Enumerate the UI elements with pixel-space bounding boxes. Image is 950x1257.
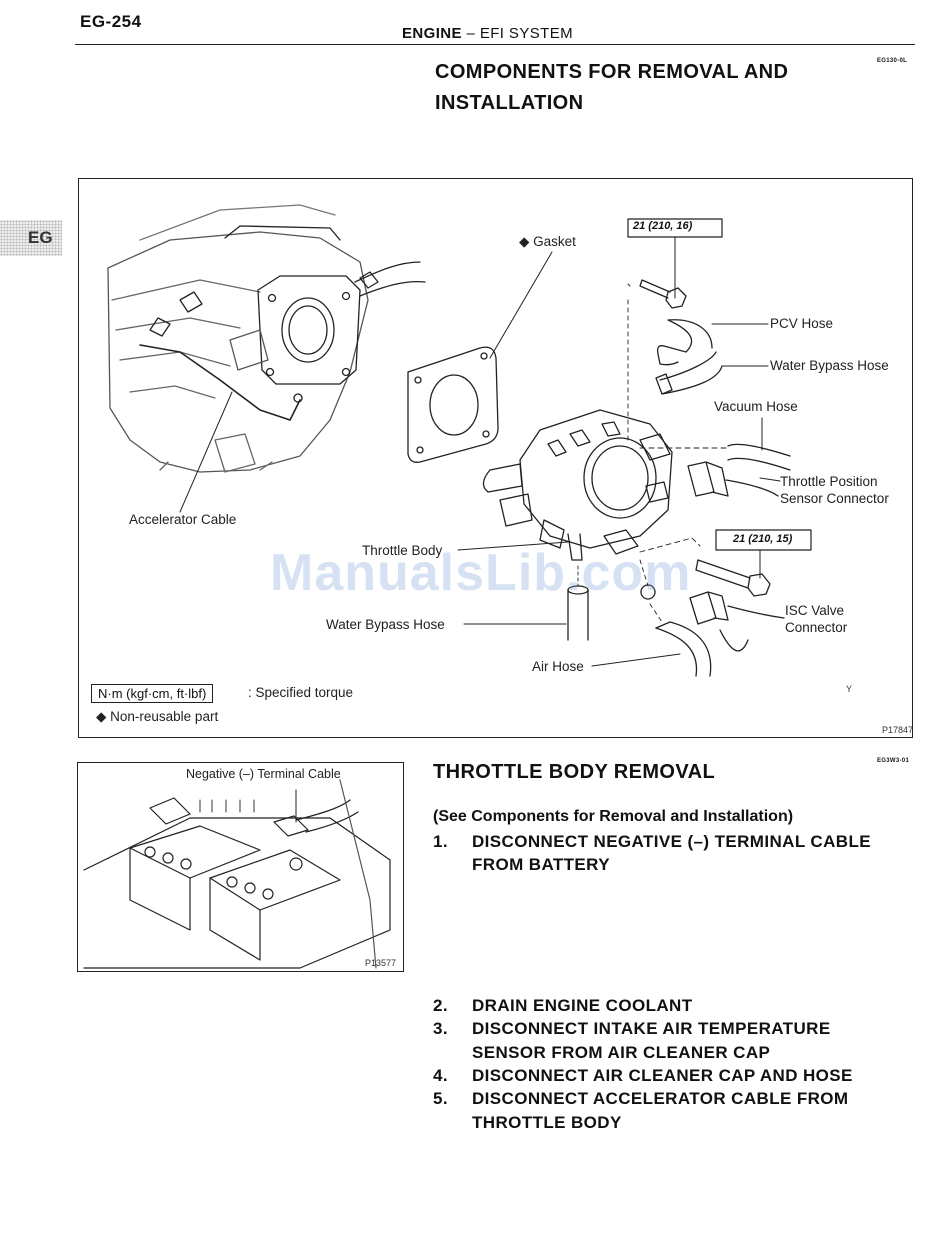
see-components-note: (See Components for Removal and Installa… [433,808,794,825]
water-bypass-hose-top-drawing [655,351,769,395]
header-rule [75,44,915,45]
callout-isc-valve-connector: ISC Valve Connector [785,602,847,636]
torque-spec-top: 21 (210, 16) [633,220,693,232]
step-5-line1: DISCONNECT ACCELERATOR CABLE FROM [472,1089,849,1108]
battery-drawing [83,779,391,969]
step-4-num: 4. [433,1066,448,1085]
step-1: 1. DISCONNECT NEGATIVE (–) TERMINAL CABL… [433,830,918,880]
chapter-title: ENGINE – EFI SYSTEM [402,25,573,42]
callout-water-bypass-hose-bottom: Water Bypass Hose [326,617,445,632]
removal-code: EG3W3-01 [877,758,910,764]
callout-tps-connector: Throttle Position Sensor Connector [780,473,889,507]
figure-corner-mark: Y [846,684,853,694]
gasket-drawing [407,251,553,463]
step-1-line2: FROM BATTERY [472,855,610,874]
step-2-line1: DRAIN ENGINE COOLANT [472,996,693,1015]
legend-torque-unit: N·m (kgf·cm, ft·lbf) [91,684,214,703]
components-title: COMPONENTS FOR REMOVAL AND INSTALLATION [435,57,788,119]
callout-tps-line1: Throttle Position [780,474,878,489]
step-3-num: 3. [433,1019,448,1038]
throttle-body-drawing [482,409,731,561]
watermark: ManualsLib.com [270,544,692,602]
removal-title: THROTTLE BODY REMOVAL [433,761,716,783]
step-5: 5. DISCONNECT ACCELERATOR CABLE FROM THR… [433,1087,918,1135]
legend-torque-desc: : Specified torque [248,685,354,700]
step-4: 4. DISCONNECT AIR CLEANER CAP AND HOSE [433,1064,918,1088]
photo-caption: Negative (–) Terminal Cable [186,767,341,781]
callout-isc-line1: ISC Valve [785,603,845,618]
step-3: 3. DISCONNECT INTAKE AIR TEMPERATURE SEN… [433,1017,918,1065]
chapter-title-rest: EFI SYSTEM [479,25,573,42]
callout-vacuum-hose: Vacuum Hose [714,399,798,414]
callout-pcv-hose: PCV Hose [770,316,834,331]
intake-manifold-drawing [107,204,426,513]
callout-throttle-body: Throttle Body [362,543,443,558]
step-1-line1: DISCONNECT NEGATIVE (–) TERMINAL CABLE [472,832,871,851]
isc-connector-drawing [639,559,785,652]
callout-water-bypass-hose-top: Water Bypass Hose [770,358,889,373]
torque-spec-mid: 21 (210, 15) [733,533,793,545]
step-5-line2: THROTTLE BODY [472,1113,622,1132]
callout-tps-line2: Sensor Connector [780,491,889,506]
step-5-num: 5. [433,1089,448,1108]
page-number: EG-254 [80,12,142,31]
tps-connector-drawing [687,461,779,497]
callout-air-hose: Air Hose [532,659,584,674]
step-4-line1: DISCONNECT AIR CLEANER CAP AND HOSE [472,1066,853,1085]
bolt-top-drawing [627,279,687,441]
components-title-line1: COMPONENTS FOR REMOVAL AND [435,61,789,83]
components-code: EG130-0L [877,58,908,64]
figure-id-battery: P13577 [365,958,397,968]
legend-non-reusable: ◆ Non-reusable part [96,709,219,724]
callout-gasket: ◆ Gasket [519,234,576,249]
callout-accelerator-cable: Accelerator Cable [129,512,237,527]
step-1-num: 1. [433,832,448,851]
side-tab-label: EG [28,228,53,247]
step-2-num: 2. [433,996,448,1015]
step-3-line2: SENSOR FROM AIR CLEANER CAP [472,1043,771,1062]
components-figure [78,178,913,738]
pcv-hose-drawing [656,319,769,366]
section-side-tab: EG [0,220,62,256]
chapter-title-sep: – [461,25,480,42]
bolt-mid-drawing [639,537,771,597]
battery-photo [77,762,404,972]
components-title-line2: INSTALLATION [435,92,584,114]
step-3-line1: DISCONNECT INTAKE AIR TEMPERATURE [472,1019,831,1038]
chapter-title-bold: ENGINE [402,25,462,42]
water-bypass-hose-bottom-drawing [463,565,589,641]
step-2: 2. DRAIN ENGINE COOLANT [433,994,918,1018]
callout-isc-line2: Connector [785,620,848,635]
air-hose-drawing [591,603,712,677]
figure-id-components: P17847 [882,725,914,735]
vacuum-hose-drawing [727,443,791,471]
